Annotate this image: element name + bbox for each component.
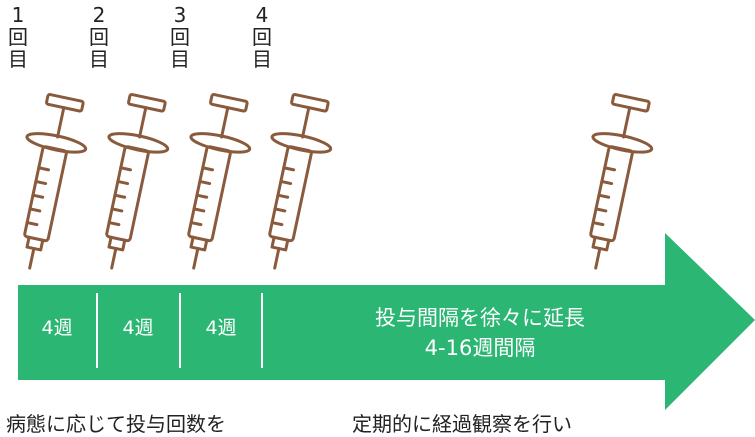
timeline-arrow xyxy=(18,233,755,410)
dose-label-2: 2 回 目 xyxy=(87,4,111,70)
dose-kanji: 目 xyxy=(89,47,109,71)
dose-kanji: 目 xyxy=(252,47,272,71)
dose-kanji: 回 xyxy=(89,25,109,49)
interval-label: 4週 xyxy=(205,317,237,339)
dose-number: 3 xyxy=(173,3,187,27)
interval-label: 4週 xyxy=(122,317,154,339)
dose-kanji: 目 xyxy=(8,47,28,71)
extension-label: 投与間隔を徐々に延長 4-16週間隔 xyxy=(300,303,660,363)
syringe-icon xyxy=(187,93,252,270)
syringe-icon xyxy=(589,93,654,270)
dose-kanji: 回 xyxy=(252,25,272,49)
dose-number: 4 xyxy=(255,3,269,27)
footnote-right: 定期的に経過観察を行い xyxy=(352,412,572,436)
dose-label-1: 1 回 目 xyxy=(6,4,30,70)
dose-number: 1 xyxy=(11,3,25,27)
dose-label-3: 3 回 目 xyxy=(168,4,192,70)
dose-kanji: 目 xyxy=(170,47,190,71)
syringe-icon xyxy=(268,93,333,270)
arrow-shape xyxy=(18,233,755,410)
syringe-icon xyxy=(23,93,88,270)
dose-kanji: 回 xyxy=(8,25,28,49)
dose-number: 2 xyxy=(92,3,106,27)
interval-label: 4週 xyxy=(41,317,73,339)
dose-label-4: 4 回 目 xyxy=(250,4,274,70)
extension-line-1: 投与間隔を徐々に延長 xyxy=(375,306,585,330)
extension-line-2: 4-16週間隔 xyxy=(424,336,536,360)
dose-kanji: 回 xyxy=(170,25,190,49)
syringe-icon xyxy=(105,93,170,270)
footnote-left: 病態に応じて投与回数を xyxy=(6,412,226,436)
